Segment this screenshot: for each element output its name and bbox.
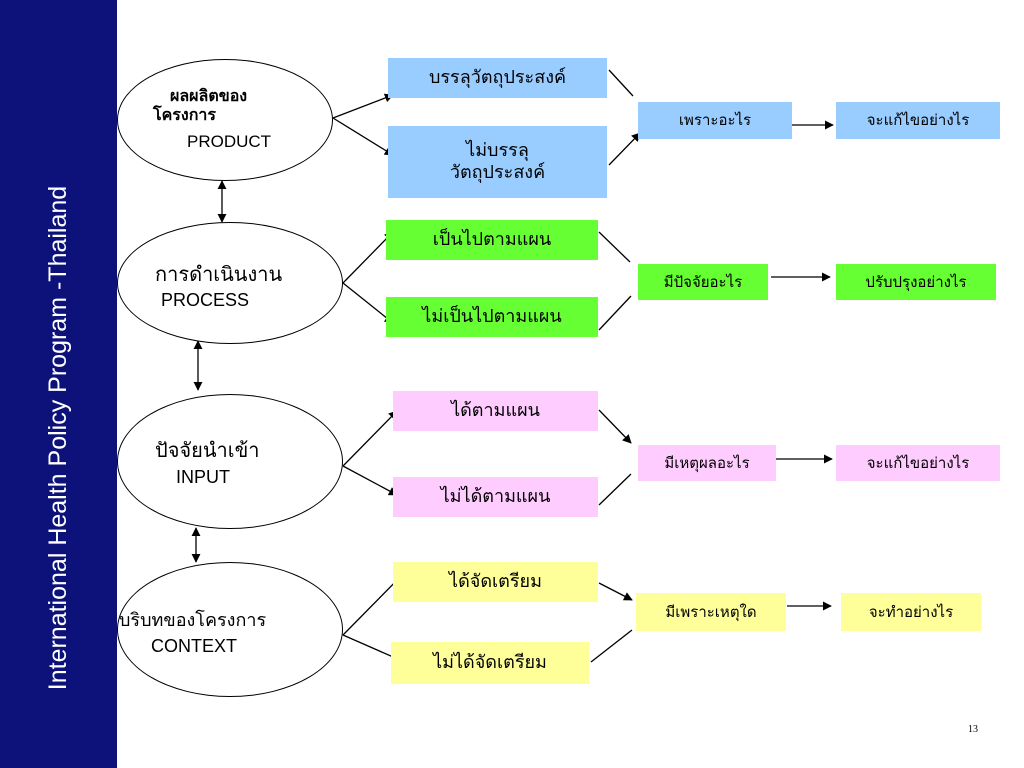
line-process-pos-why	[598, 231, 631, 263]
process-label: PROCESS	[161, 290, 250, 310]
product-title-line2: โครงการ	[153, 105, 216, 124]
line-context-neg-why	[590, 629, 633, 663]
context-not-prepared-box: ไม่ได้จัดเตรียม	[391, 642, 589, 684]
context-oval	[117, 562, 343, 697]
page-number: 13	[968, 724, 978, 735]
product-not-achieved-line2: วัตถุประสงค์	[449, 162, 546, 183]
sidebar-band: International Health Policy Program -Tha…	[0, 0, 117, 768]
input-title: ปัจจัยนำเข้า	[155, 438, 260, 462]
input-why-box: มีเหตุผลอะไร	[638, 445, 776, 481]
context-title: บริบทของโครงการ	[119, 610, 267, 631]
process-why-box: มีปัจจัยอะไร	[638, 264, 768, 300]
context-why-box: มีเพราะเหตุใด	[636, 593, 786, 631]
product-how-box: จะแก้ไขอย่างไร	[836, 102, 1000, 139]
line-input-neg-why	[598, 473, 632, 506]
arrow-product-neg	[332, 117, 394, 156]
process-off-plan-box: ไม่เป็นไปตามแผน	[386, 297, 598, 337]
input-how-box: จะแก้ไขอย่างไร	[836, 445, 1000, 481]
product-not-achieved-line1: ไม่บรรลุ	[466, 139, 529, 161]
context-prepared-box: ได้จัดเตรียม	[393, 562, 598, 602]
arrow-context-pos-why	[598, 582, 633, 601]
arrow-product-pos	[332, 93, 394, 119]
arrow-process-pos	[342, 231, 394, 284]
product-title-line1: ผลผลิตของ	[170, 86, 248, 105]
arrow-process-neg	[342, 282, 394, 324]
input-on-plan-box: ได้ตามแผน	[393, 391, 598, 431]
line-process-neg-why	[598, 295, 632, 331]
product-not-achieved-box: ไม่บรรลุ วัตถุประสงค์	[388, 126, 607, 198]
product-achieved-box: บรรลุวัตถุประสงค์	[388, 58, 607, 98]
process-on-plan-box: เป็นไปตามแผน	[386, 220, 598, 260]
context-how-box: จะทำอย่างไร	[841, 593, 981, 631]
arrow-product-neg-why	[608, 132, 641, 166]
input-oval	[117, 394, 343, 529]
arrow-input-neg	[342, 465, 398, 496]
context-label: CONTEXT	[151, 636, 238, 656]
arrow-input-pos	[342, 410, 398, 467]
product-oval	[117, 59, 333, 181]
input-off-plan-box: ไม่ได้ตามแผน	[393, 477, 598, 517]
product-label: PRODUCT	[187, 132, 272, 151]
process-how-box: ปรับปรุงอย่างไร	[836, 264, 996, 300]
process-oval	[117, 222, 343, 344]
input-label: INPUT	[176, 467, 230, 487]
product-why-box: เพราะอะไร	[638, 102, 792, 139]
arrow-input-pos-why	[598, 409, 632, 444]
line-product-pos-why	[608, 69, 634, 97]
process-title: การดำเนินงาน	[155, 262, 283, 286]
arrow-context-neg	[342, 634, 401, 661]
